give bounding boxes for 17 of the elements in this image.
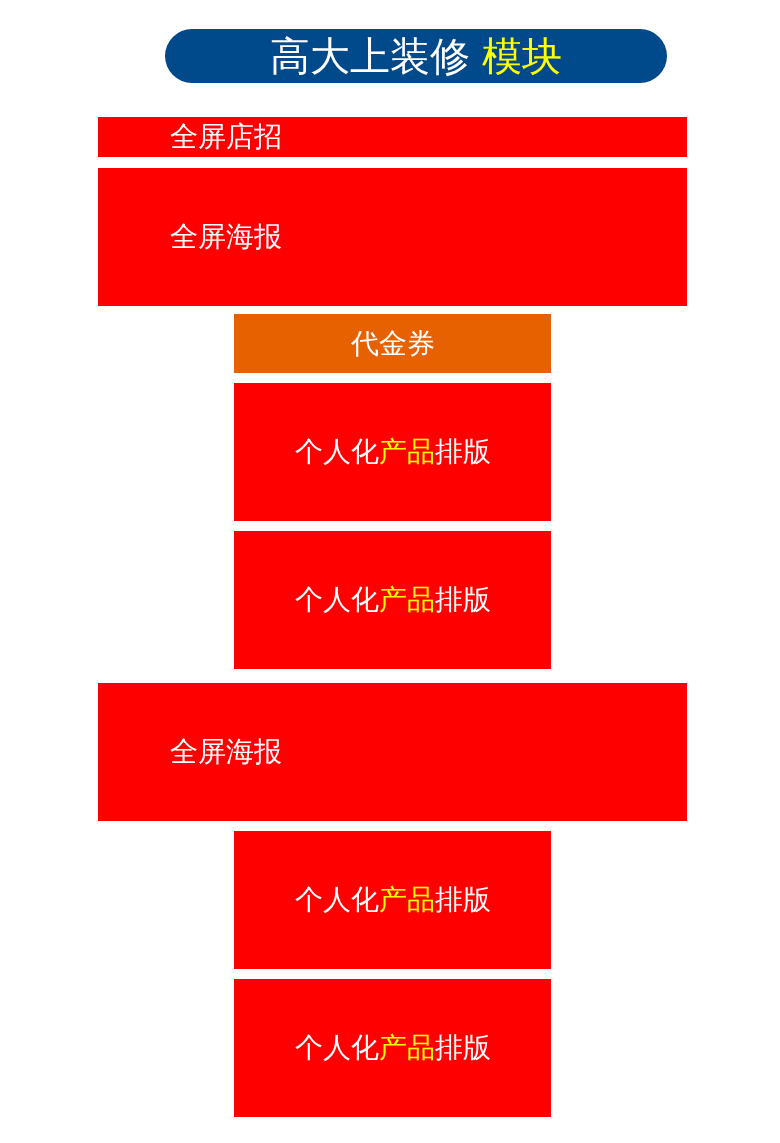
module-block: [98, 683, 687, 821]
block-label: 全屏店招: [170, 119, 282, 155]
module-block: [98, 117, 687, 157]
module-block: [98, 168, 687, 306]
module-block: [234, 531, 551, 669]
block-label: 全屏海报: [170, 734, 282, 770]
block-label: 个人化产品排版: [294, 582, 491, 618]
module-block: [234, 314, 551, 373]
module-block: [234, 831, 551, 969]
block-label: 代金券: [350, 325, 435, 362]
block-label: 全屏海报: [170, 219, 282, 255]
block-label: 个人化产品排版: [294, 882, 491, 918]
block-label: 个人化产品排版: [294, 434, 491, 470]
module-block: [234, 383, 551, 521]
block-label: 个人化产品排版: [294, 1030, 491, 1066]
module-block: [234, 979, 551, 1117]
title-banner: 高大上装修 模块: [165, 29, 667, 83]
